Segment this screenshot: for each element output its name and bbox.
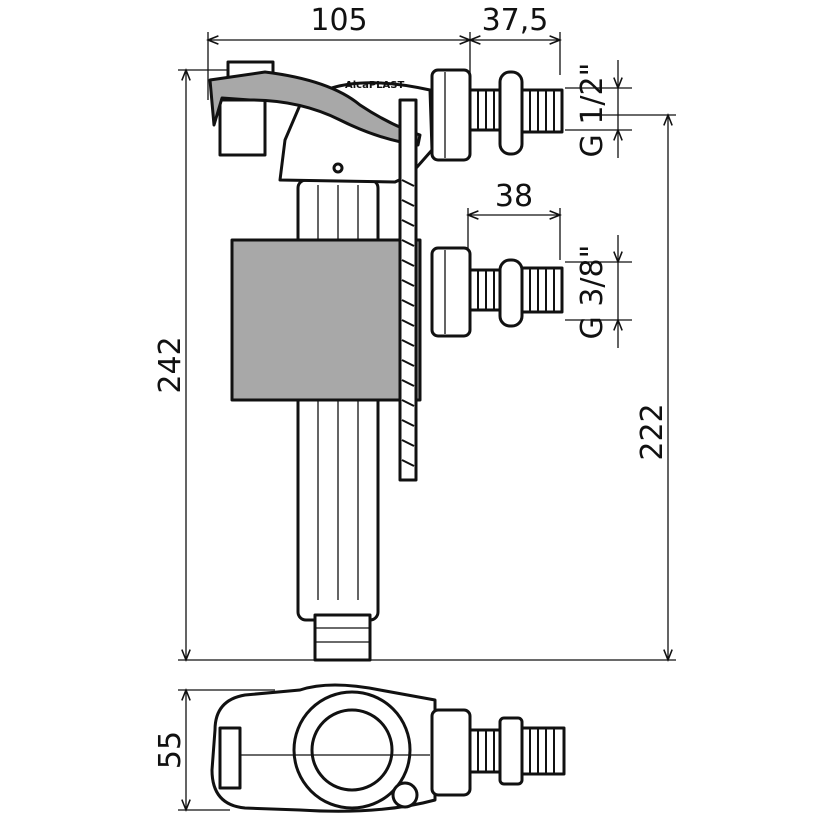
thread-label-bottom: G 3/8" — [575, 245, 610, 340]
dim-222: 222 — [635, 403, 670, 460]
dim-105: 105 — [310, 3, 367, 38]
dim-38: 38 — [495, 179, 533, 214]
brand-logo: AlcaPLAST — [345, 80, 404, 91]
dim-55: 55 — [153, 731, 188, 769]
thread-label-top: G 1/2" — [575, 63, 610, 158]
valve-top-view — [210, 683, 566, 813]
dimension-lines — [178, 32, 676, 810]
valve-front-view: AlcaPLAST — [208, 60, 564, 662]
dim-37-5: 37,5 — [482, 3, 549, 38]
dim-242: 242 — [153, 336, 188, 393]
